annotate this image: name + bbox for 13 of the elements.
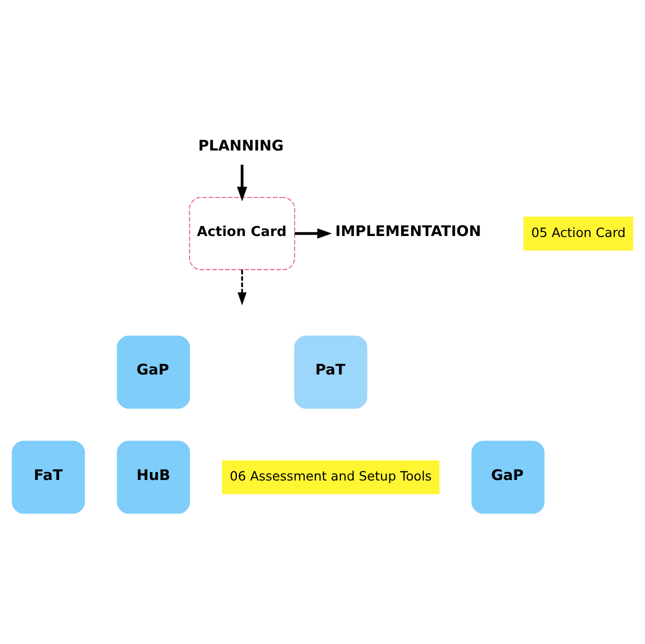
node-box: Action Card [189,196,296,270]
node-box: FaT [12,440,85,514]
arrow [294,228,332,238]
node-box: GaP [116,335,190,408]
node-box: GaP [471,440,545,514]
node-box: 05 Action Card [524,216,634,250]
arrow [236,164,248,201]
arrow [238,269,247,305]
node-box: 06 Assessment and Setup Tools [222,460,440,494]
node-text: IMPLEMENTATION [335,222,482,240]
node-box: HuB [116,440,190,514]
node-box: PaT [294,335,368,408]
node-text: PLANNING [198,137,284,154]
